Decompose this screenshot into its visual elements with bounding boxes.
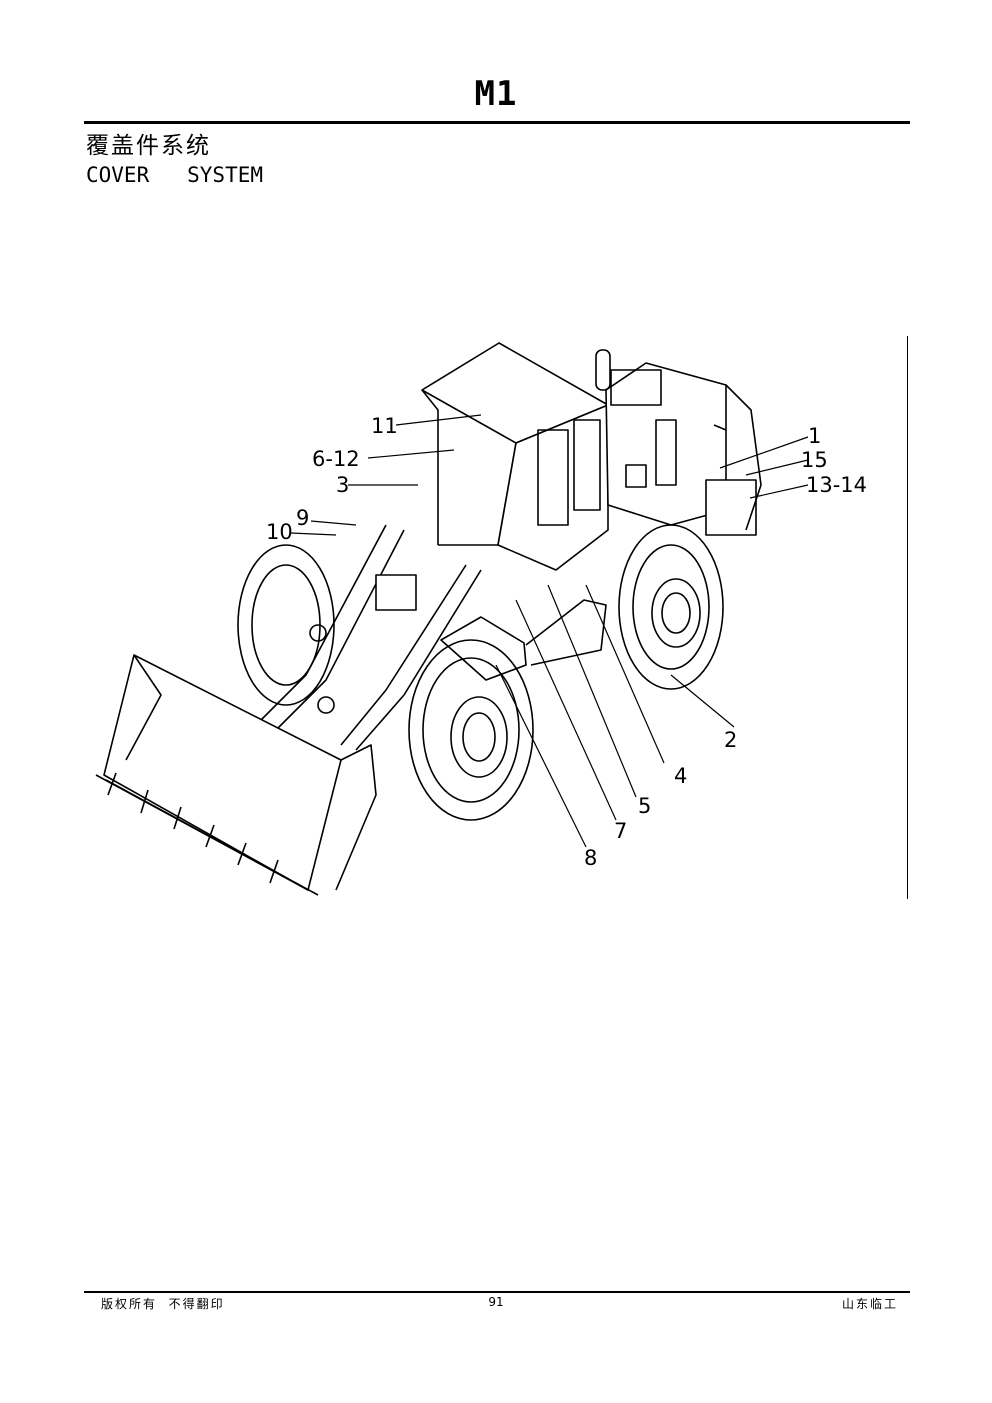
callout-10: 10: [266, 520, 293, 544]
callout-labels: 1 15 13-14 11 6-12 3 9 10 2 4 5 7 8: [266, 414, 867, 870]
callout-8: 8: [584, 846, 597, 870]
boom-arms: [255, 524, 482, 751]
callout-1: 1: [808, 424, 821, 448]
frame-line: [907, 336, 908, 899]
company-name: 山东临工: [841, 1297, 898, 1311]
section-code: M1: [474, 74, 518, 114]
callout-11: 11: [371, 414, 398, 438]
title-chinese: 覆盖件系统: [86, 133, 211, 159]
callout-5: 5: [638, 794, 651, 818]
callout-2: 2: [724, 728, 737, 752]
front-tire: [408, 639, 534, 821]
rear-tire: [618, 524, 724, 690]
callout-6-12: 6-12: [312, 447, 360, 471]
engine-hood: [595, 349, 762, 536]
callout-13-14: 13-14: [806, 473, 867, 497]
callout-7: 7: [614, 819, 627, 843]
callout-4: 4: [674, 764, 687, 788]
header-rule: [84, 121, 910, 124]
bucket: [95, 654, 377, 896]
title-english: COVER SYSTEM: [86, 163, 264, 187]
callout-15: 15: [801, 448, 828, 472]
footer-rule: [84, 1291, 910, 1293]
page-number: 91: [488, 1295, 504, 1309]
cab: [421, 342, 609, 571]
leader-lines: [290, 414, 809, 848]
copyright-notice: 版权所有 不得翻印: [101, 1297, 225, 1311]
wheel-loader-diagram: 1 15 13-14 11 6-12 3 9 10 2 4 5 7 8: [95, 342, 867, 896]
callout-9: 9: [296, 506, 309, 530]
callout-3: 3: [336, 473, 349, 497]
